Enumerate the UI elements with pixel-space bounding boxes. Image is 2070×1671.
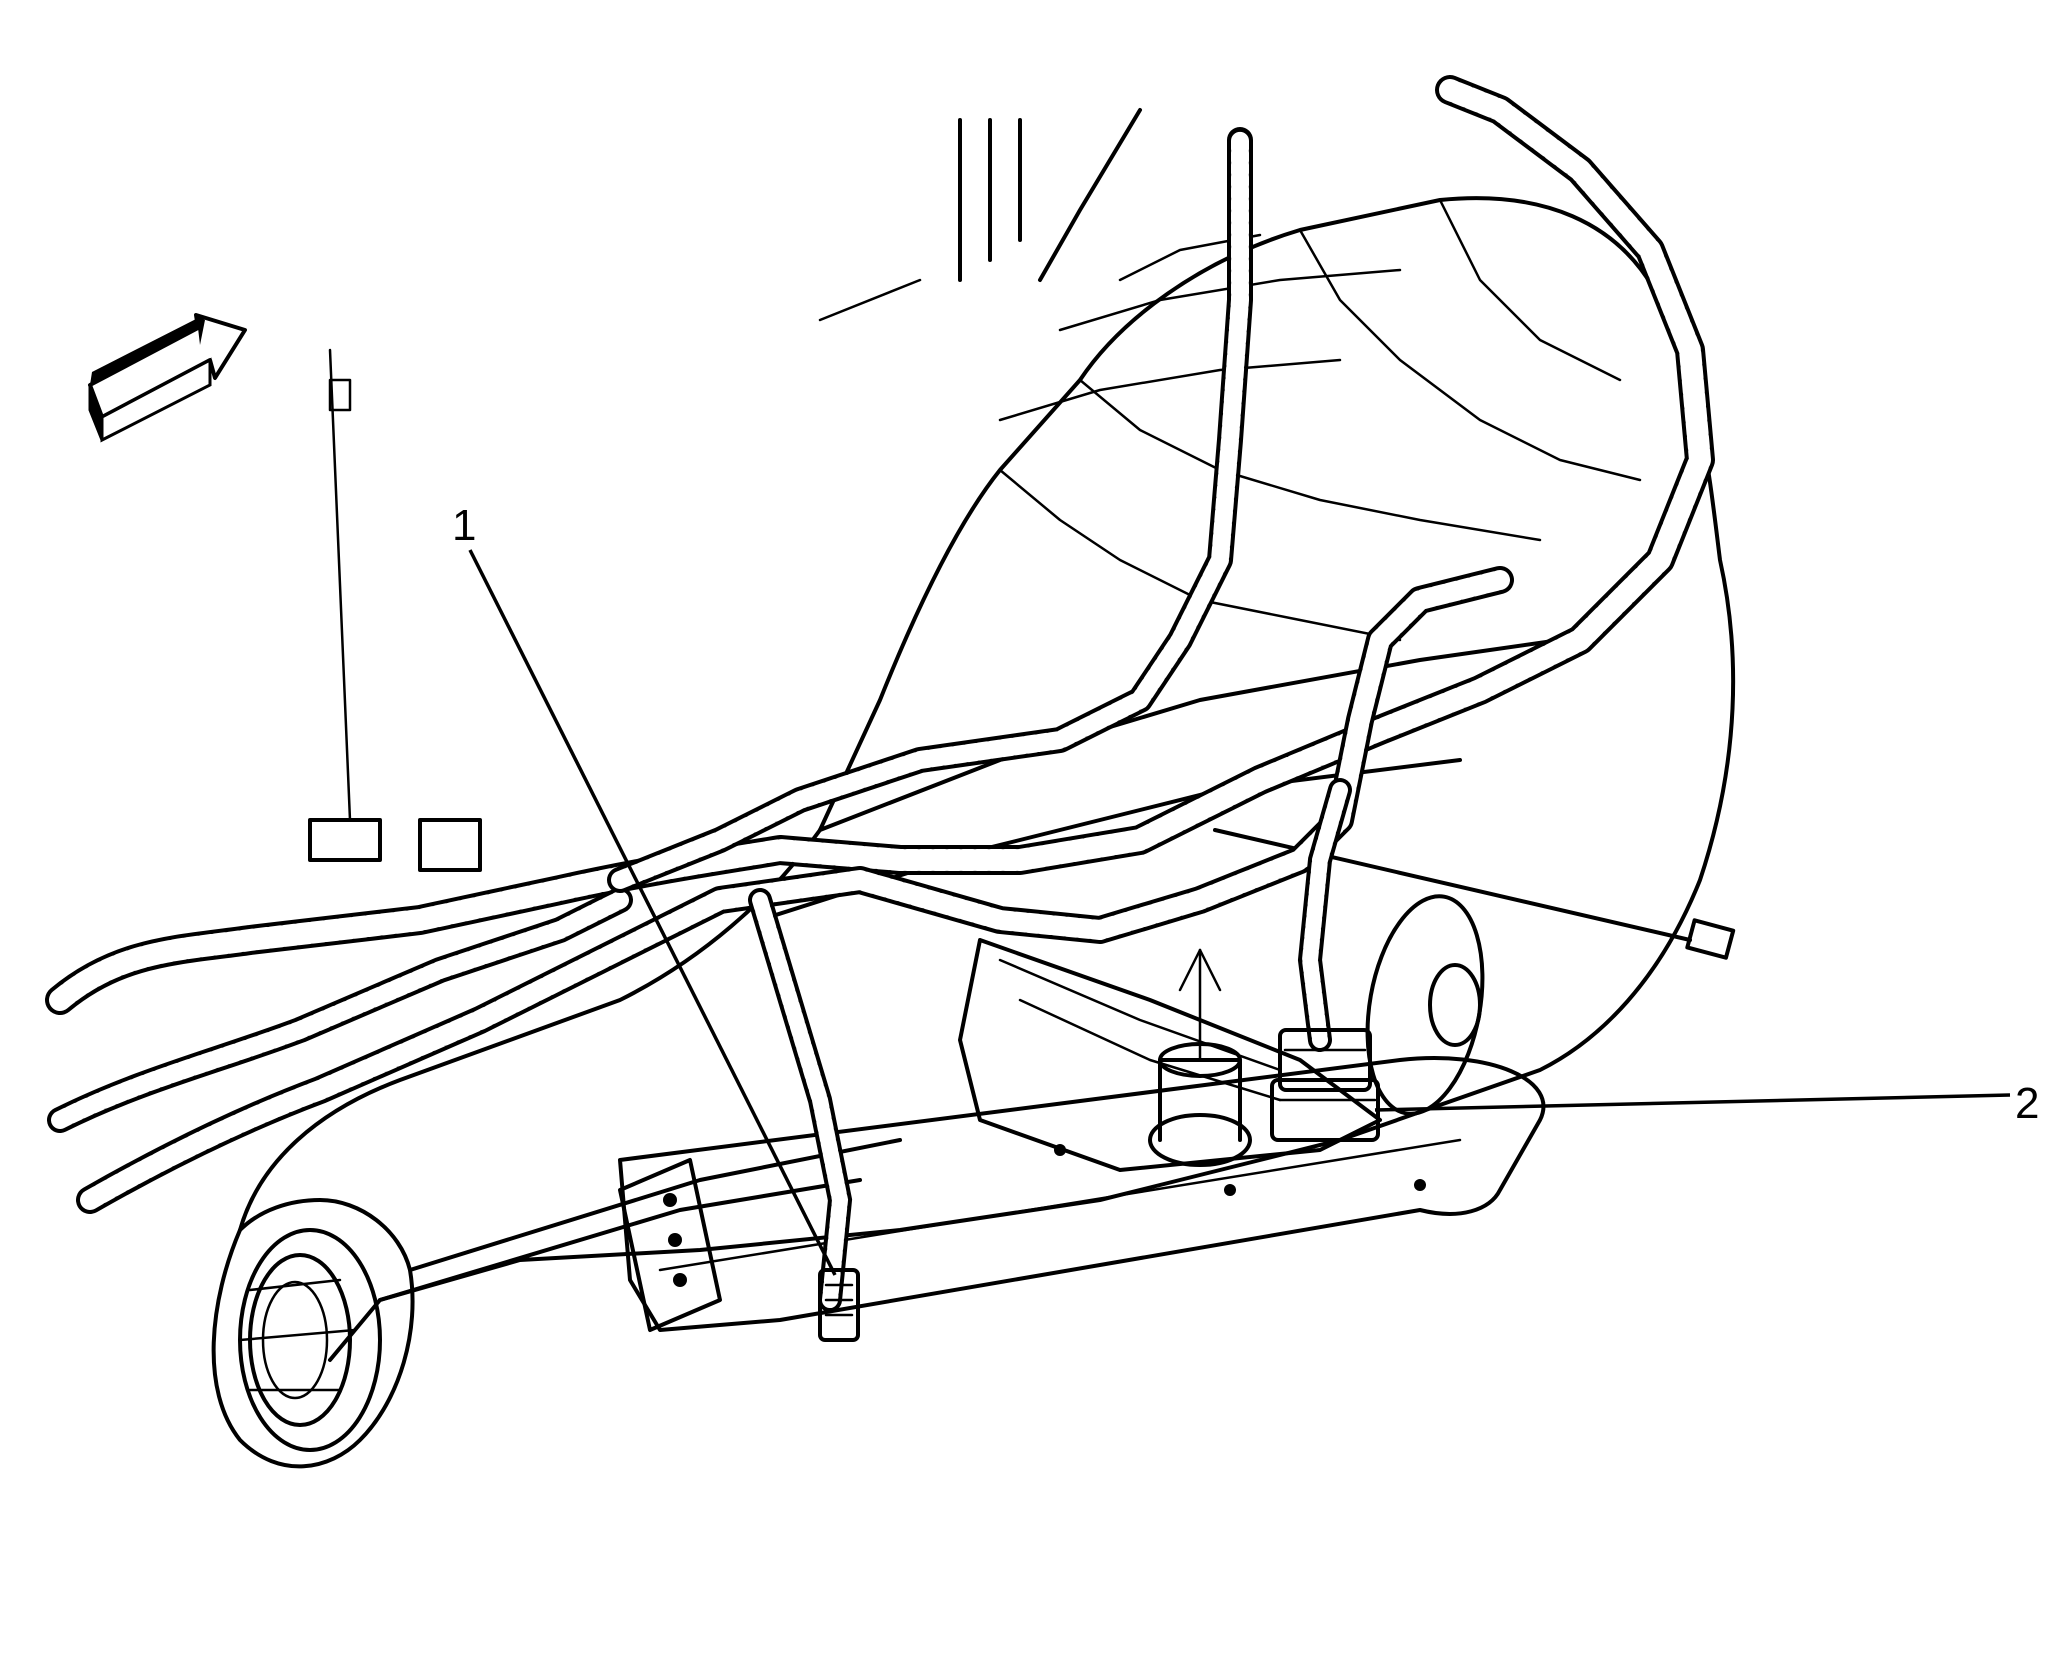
callout-label-2: 2 [2015,1079,2039,1128]
callout-label-1: 1 [452,501,476,550]
filter-pickup [1148,948,1252,1167]
connector-1 [818,1268,860,1342]
tail-housing [211,1138,902,1469]
front-direction-arrow-icon [88,313,247,443]
callout-1: 1 [452,501,837,1276]
transmission-housing [238,196,1736,1362]
crossmember [618,1056,1546,1332]
callout-2: 2 [1374,1079,2039,1128]
wiring-harness [45,75,1715,1312]
